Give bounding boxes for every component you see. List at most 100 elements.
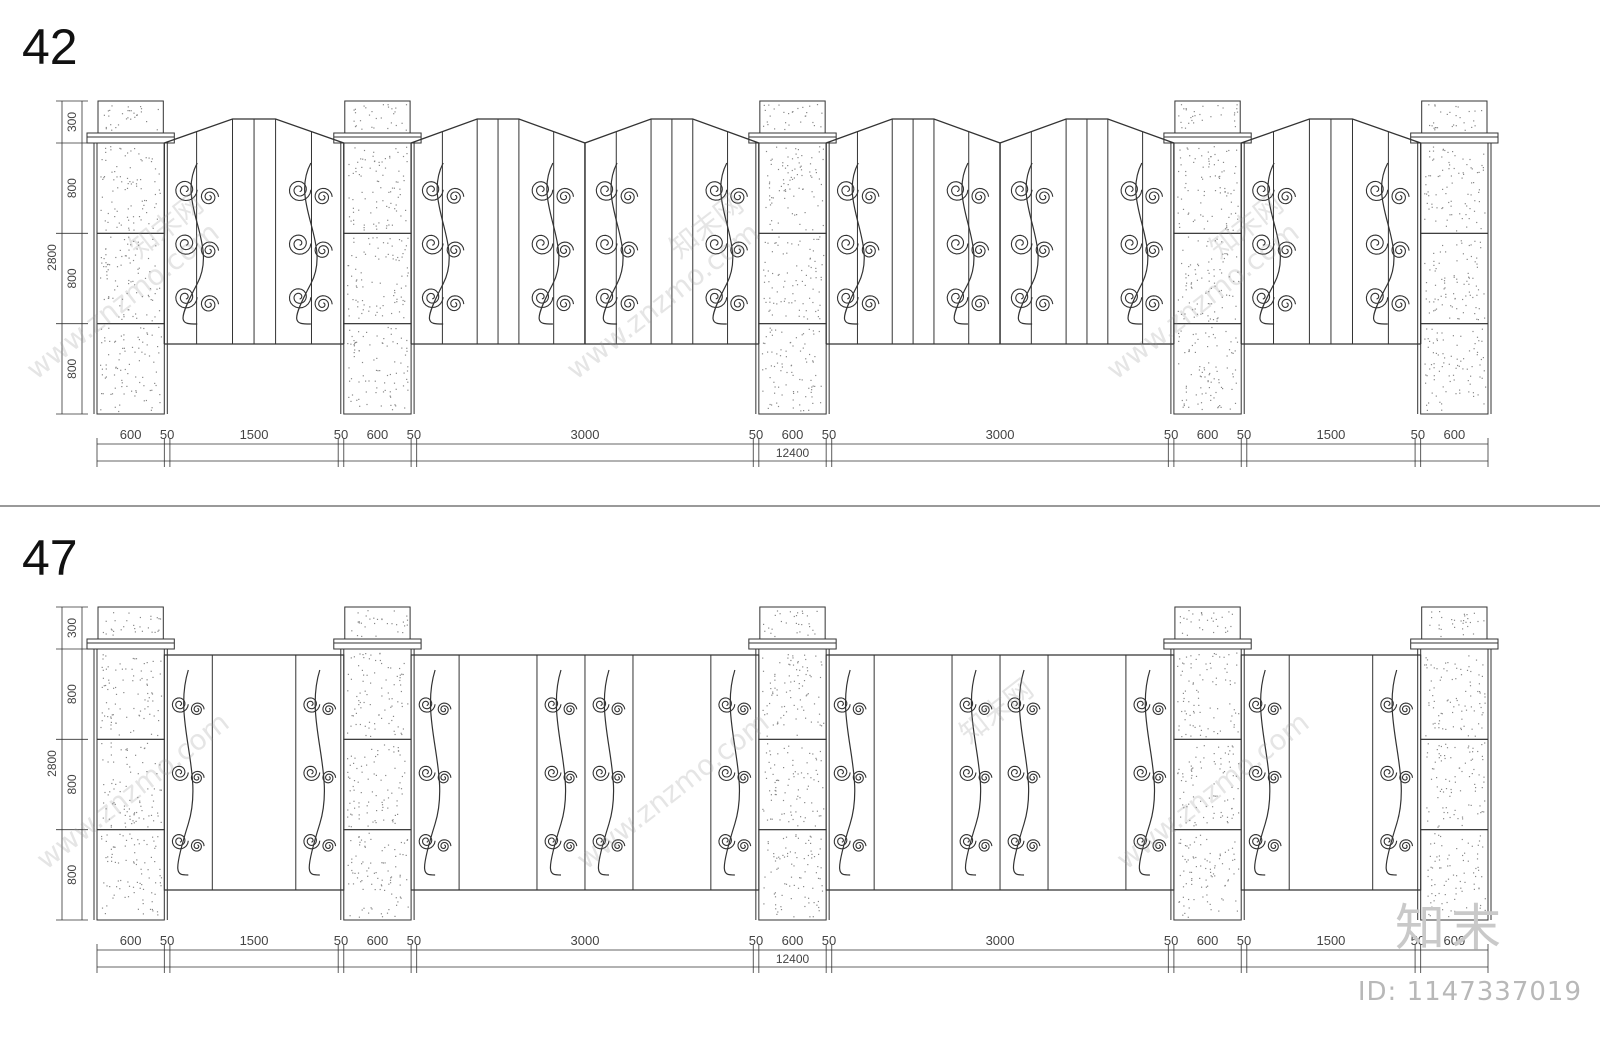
granite-speckle [395,897,397,899]
granite-speckle [814,385,816,387]
granite-speckle [360,158,362,160]
ornament-scroll [1399,770,1414,784]
granite-speckle [116,266,119,268]
granite-speckle [1188,302,1190,304]
granite-speckle [1209,903,1211,905]
granite-speckle [1195,866,1197,868]
granite-speckle [156,288,158,290]
ornament-scroll [1267,702,1282,715]
granite-speckle [397,726,399,728]
granite-speckle [368,658,370,660]
granite-speckle [1199,375,1201,377]
granite-speckle [360,707,362,709]
granite-speckle [812,361,814,363]
granite-speckle [107,716,109,718]
granite-speckle [1179,798,1181,800]
granite-speckle [1210,399,1212,401]
granite-speckle [373,872,375,874]
granite-speckle [1221,815,1224,817]
granite-speckle [1185,273,1187,275]
granite-speckle [791,111,793,113]
granite-speckle [361,361,364,364]
granite-speckle [393,751,395,753]
granite-speckle [385,679,387,681]
granite-speckle [124,822,126,824]
pillar-cap-block [1174,606,1241,640]
granite-speckle [791,371,793,373]
granite-speckle [767,849,769,851]
granite-speckle [361,191,363,193]
granite-speckle [105,229,107,231]
granite-speckle [1426,404,1428,406]
granite-speckle [811,176,813,178]
granite-speckle [404,300,406,302]
granite-speckle [1202,178,1204,180]
granite-speckle [1191,309,1194,311]
granite-speckle [1228,276,1230,278]
granite-speckle [1219,175,1221,177]
granite-speckle [390,396,392,398]
granite-speckle [398,239,401,241]
granite-speckle [406,378,408,380]
granite-speckle [1220,816,1222,818]
granite-speckle [1438,370,1440,372]
granite-speckle [817,877,820,879]
granite-speckle [141,160,143,162]
granite-speckle [1235,712,1237,714]
granite-speckle [352,785,354,788]
granite-speckle [1472,296,1474,299]
ornament-scroll [1145,187,1164,204]
granite-speckle [101,374,103,376]
granite-speckle [1209,861,1211,863]
granite-speckle [810,721,812,723]
granite-speckle [1468,655,1470,657]
granite-speckle [769,199,771,201]
granite-speckle [1222,388,1224,390]
granite-speckle [1482,712,1484,714]
granite-speckle [1458,318,1460,320]
granite-speckle [1466,280,1468,282]
granite-speckle [1441,207,1443,210]
granite-speckle [1462,158,1464,160]
granite-speckle [391,245,393,247]
granite-speckle [775,242,777,244]
granite-speckle [108,297,110,299]
granite-speckle [369,243,371,245]
granite-speckle [1445,743,1447,745]
granite-speckle [1213,653,1215,655]
granite-speckle [359,844,361,846]
granite-speckle [361,300,364,302]
granite-speckle [1427,743,1429,745]
granite-speckle [1178,363,1180,365]
granite-speckle [1229,408,1231,410]
granite-speckle [358,350,360,352]
granite-speckle [119,833,121,835]
granite-speckle [376,810,378,812]
granite-speckle [147,700,149,702]
fence-ornament-panel [410,654,460,891]
granite-speckle [385,227,388,229]
granite-speckle [160,821,162,823]
granite-speckle [368,832,370,834]
granite-speckle [362,309,364,311]
granite-speckle [1191,344,1193,347]
granite-speckle [1211,303,1213,305]
granite-speckle [149,713,151,715]
granite-speckle [101,686,103,688]
granite-speckle [140,805,142,807]
granite-speckle [140,188,142,190]
granite-speckle [790,697,792,699]
granite-speckle [401,275,403,277]
granite-speckle [373,617,375,619]
granite-speckle [362,888,364,890]
granite-speckle [130,731,132,733]
granite-speckle [1186,634,1188,636]
granite-speckle [373,160,376,163]
granite-speckle [1217,625,1219,627]
granite-speckle [387,789,389,791]
granite-speckle [1462,854,1464,857]
granite-speckle [1192,613,1194,615]
granite-speckle [1220,289,1222,292]
granite-speckle [815,872,817,874]
granite-speckle [1483,403,1485,405]
